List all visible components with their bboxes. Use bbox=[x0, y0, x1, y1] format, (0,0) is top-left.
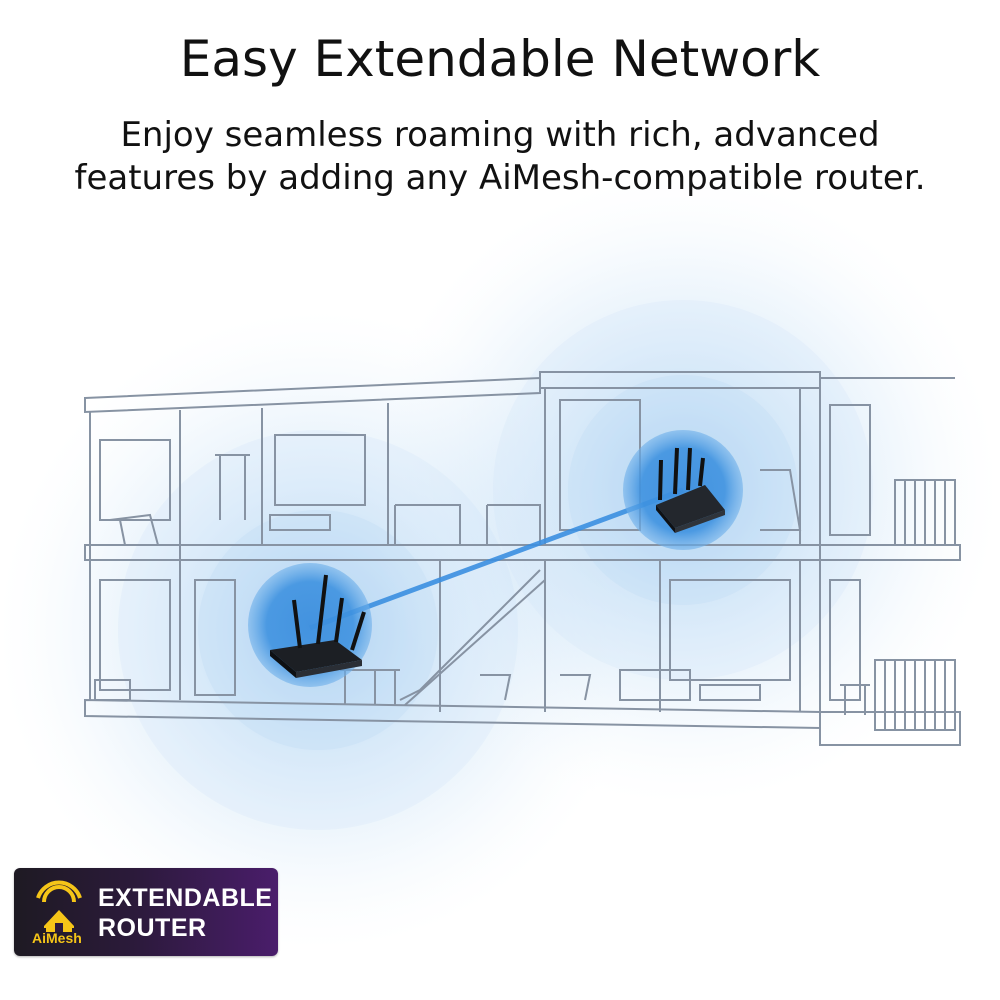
subtitle-line-1: Enjoy seamless roaming with rich, advanc… bbox=[120, 115, 880, 155]
aimesh-logo-text: AiMesh bbox=[32, 930, 82, 946]
badge-line-1: EXTENDABLE bbox=[98, 884, 273, 912]
page-title: Easy Extendable Network bbox=[179, 30, 821, 88]
aimesh-house-wifi-icon bbox=[36, 880, 82, 932]
subtitle-line-2: features by adding any AiMesh-compatible… bbox=[74, 158, 926, 198]
node-router-icon bbox=[623, 430, 743, 550]
house-sketch bbox=[84, 371, 961, 746]
mesh-link-line bbox=[309, 487, 684, 631]
badge-line-2: ROUTER bbox=[98, 914, 207, 942]
main-router-icon bbox=[248, 563, 372, 687]
extendable-router-badge: AiMesh EXTENDABLE ROUTER bbox=[14, 868, 278, 956]
